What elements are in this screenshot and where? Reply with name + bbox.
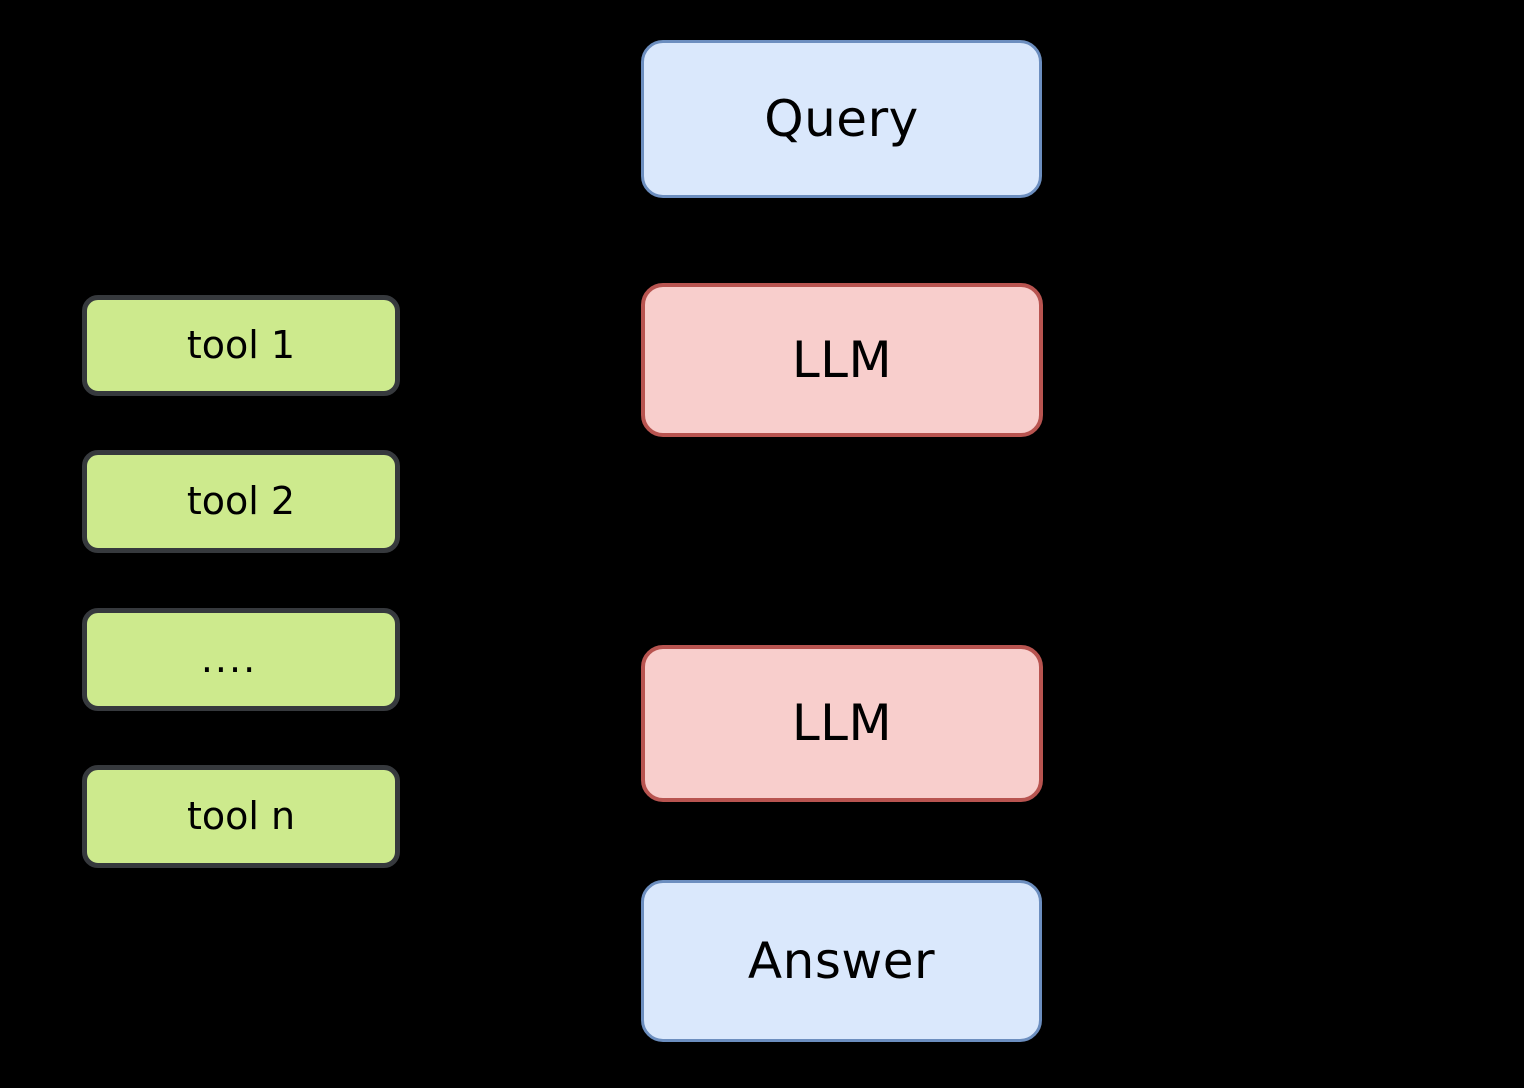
query-box-label: Query: [764, 89, 919, 148]
tool-box-2-label: tool 2: [186, 478, 296, 523]
tool-box-n[interactable]: tool n: [82, 765, 400, 868]
tool-box-1[interactable]: tool 1: [82, 295, 400, 396]
llm-box-first-label: LLM: [791, 330, 893, 389]
tool-box-2[interactable]: tool 2: [82, 450, 400, 553]
answer-box-label: Answer: [747, 931, 936, 990]
llm-box-first[interactable]: LLM: [641, 283, 1043, 437]
tool-box-ellipsis-label: ....: [200, 636, 258, 681]
tool-box-ellipsis[interactable]: ....: [82, 608, 400, 711]
tool-box-n-label: tool n: [186, 793, 296, 838]
answer-box[interactable]: Answer: [641, 880, 1042, 1042]
tool-box-1-label: tool 1: [186, 322, 296, 367]
llm-box-second-label: LLM: [791, 694, 893, 752]
query-box[interactable]: Query: [641, 40, 1042, 198]
llm-box-second[interactable]: LLM: [641, 645, 1043, 802]
